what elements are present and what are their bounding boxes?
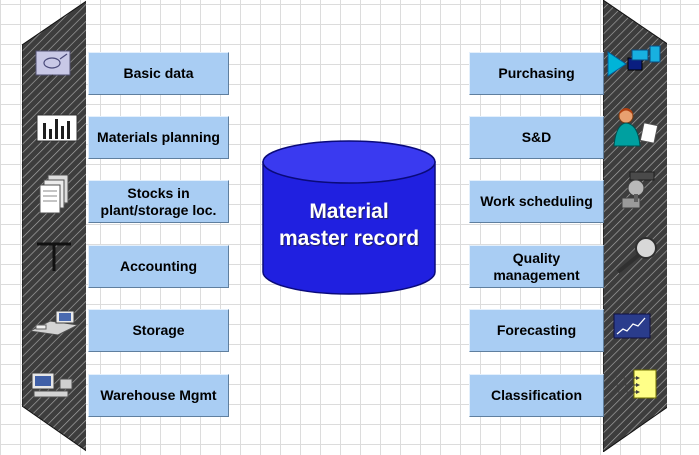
bar-chart-icon xyxy=(36,114,78,142)
label-classification: Classification xyxy=(469,374,604,417)
label-warehouse-mgmt: Warehouse Mgmt xyxy=(88,374,229,417)
presentation-board-icon xyxy=(35,50,71,81)
label-stocks-in-plant: Stocks in plant/storage loc. xyxy=(88,180,229,223)
label-basic-data: Basic data xyxy=(88,52,229,95)
label-storage: Storage xyxy=(88,309,229,352)
title-line-2: master record xyxy=(278,227,420,250)
right-panel xyxy=(603,0,667,452)
label-purchasing: Purchasing xyxy=(469,52,604,95)
machine-tool-icon xyxy=(621,171,655,209)
trend-chart-icon xyxy=(613,313,651,339)
workstation-icon xyxy=(28,310,80,336)
transport-icon xyxy=(607,45,661,77)
magnifier-icon xyxy=(616,237,657,274)
computer-terminal-icon xyxy=(31,372,73,398)
salesperson-icon xyxy=(613,108,659,147)
label-work-scheduling: Work scheduling xyxy=(469,180,604,223)
label-materials-planning: Materials planning xyxy=(88,116,229,159)
title-line-1: Material xyxy=(309,200,389,223)
label-s-and-d: S&D xyxy=(469,116,604,159)
cylinder-top xyxy=(262,140,436,184)
label-accounting: Accounting xyxy=(88,245,229,288)
label-quality-management: Quality management xyxy=(469,245,604,288)
tagged-note-icon xyxy=(616,369,657,399)
left-panel xyxy=(22,0,86,452)
cylinder-body xyxy=(262,161,436,295)
stacked-documents-icon xyxy=(39,174,69,214)
label-forecasting: Forecasting xyxy=(469,309,604,352)
ledger-t-account-icon xyxy=(37,242,71,271)
material-master-cylinder xyxy=(262,140,436,295)
material-master-title: Material master record xyxy=(262,198,436,252)
